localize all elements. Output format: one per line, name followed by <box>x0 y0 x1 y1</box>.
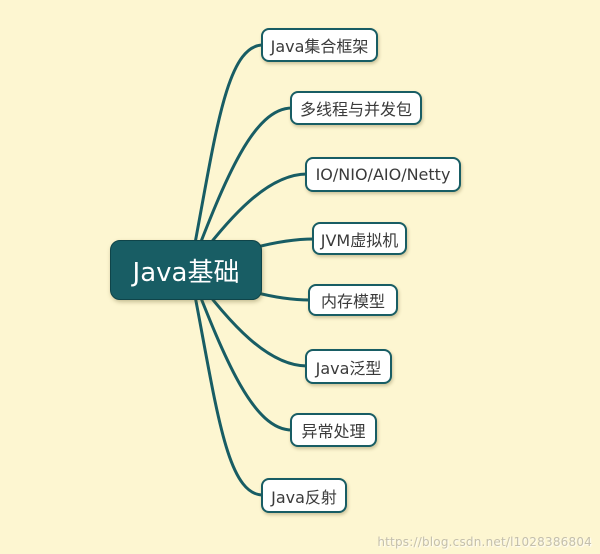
root-node-label: Java基础 <box>132 257 240 288</box>
branch-node-label: Java集合框架 <box>270 37 369 56</box>
branch-node-label: 异常处理 <box>301 422 366 441</box>
connector-exception-handling <box>188 268 294 432</box>
branch-node-label: 多线程与并发包 <box>299 100 412 119</box>
branch-node-multithreading-concurrency[interactable]: 多线程与并发包 <box>290 91 422 125</box>
root-node-java-basics[interactable]: Java基础 <box>110 240 262 300</box>
branch-node-memory-model[interactable]: 内存模型 <box>308 284 398 316</box>
watermark-text: https://blog.csdn.net/l1028386804 <box>377 535 592 549</box>
branch-node-java-reflection[interactable]: Java反射 <box>261 478 347 513</box>
connector-multithreading-concurrency <box>188 106 294 272</box>
branch-node-label: Java泛型 <box>315 358 382 378</box>
connector-java-collections <box>188 43 265 272</box>
branch-node-label: IO/NIO/AIO/Netty <box>315 165 451 184</box>
branch-node-label: 内存模型 <box>320 292 385 311</box>
branch-node-java-generics[interactable]: Java泛型 <box>305 349 392 384</box>
connector-java-reflection <box>188 268 265 497</box>
branch-node-io-nio-aio-netty[interactable]: IO/NIO/AIO/Netty <box>305 157 461 192</box>
branch-node-label: Java反射 <box>271 487 337 507</box>
branch-node-label: JVM虚拟机 <box>320 230 399 250</box>
branch-node-exception-handling[interactable]: 异常处理 <box>290 413 377 447</box>
branch-node-java-collections[interactable]: Java集合框架 <box>261 28 378 62</box>
branch-node-jvm[interactable]: JVM虚拟机 <box>312 222 407 255</box>
